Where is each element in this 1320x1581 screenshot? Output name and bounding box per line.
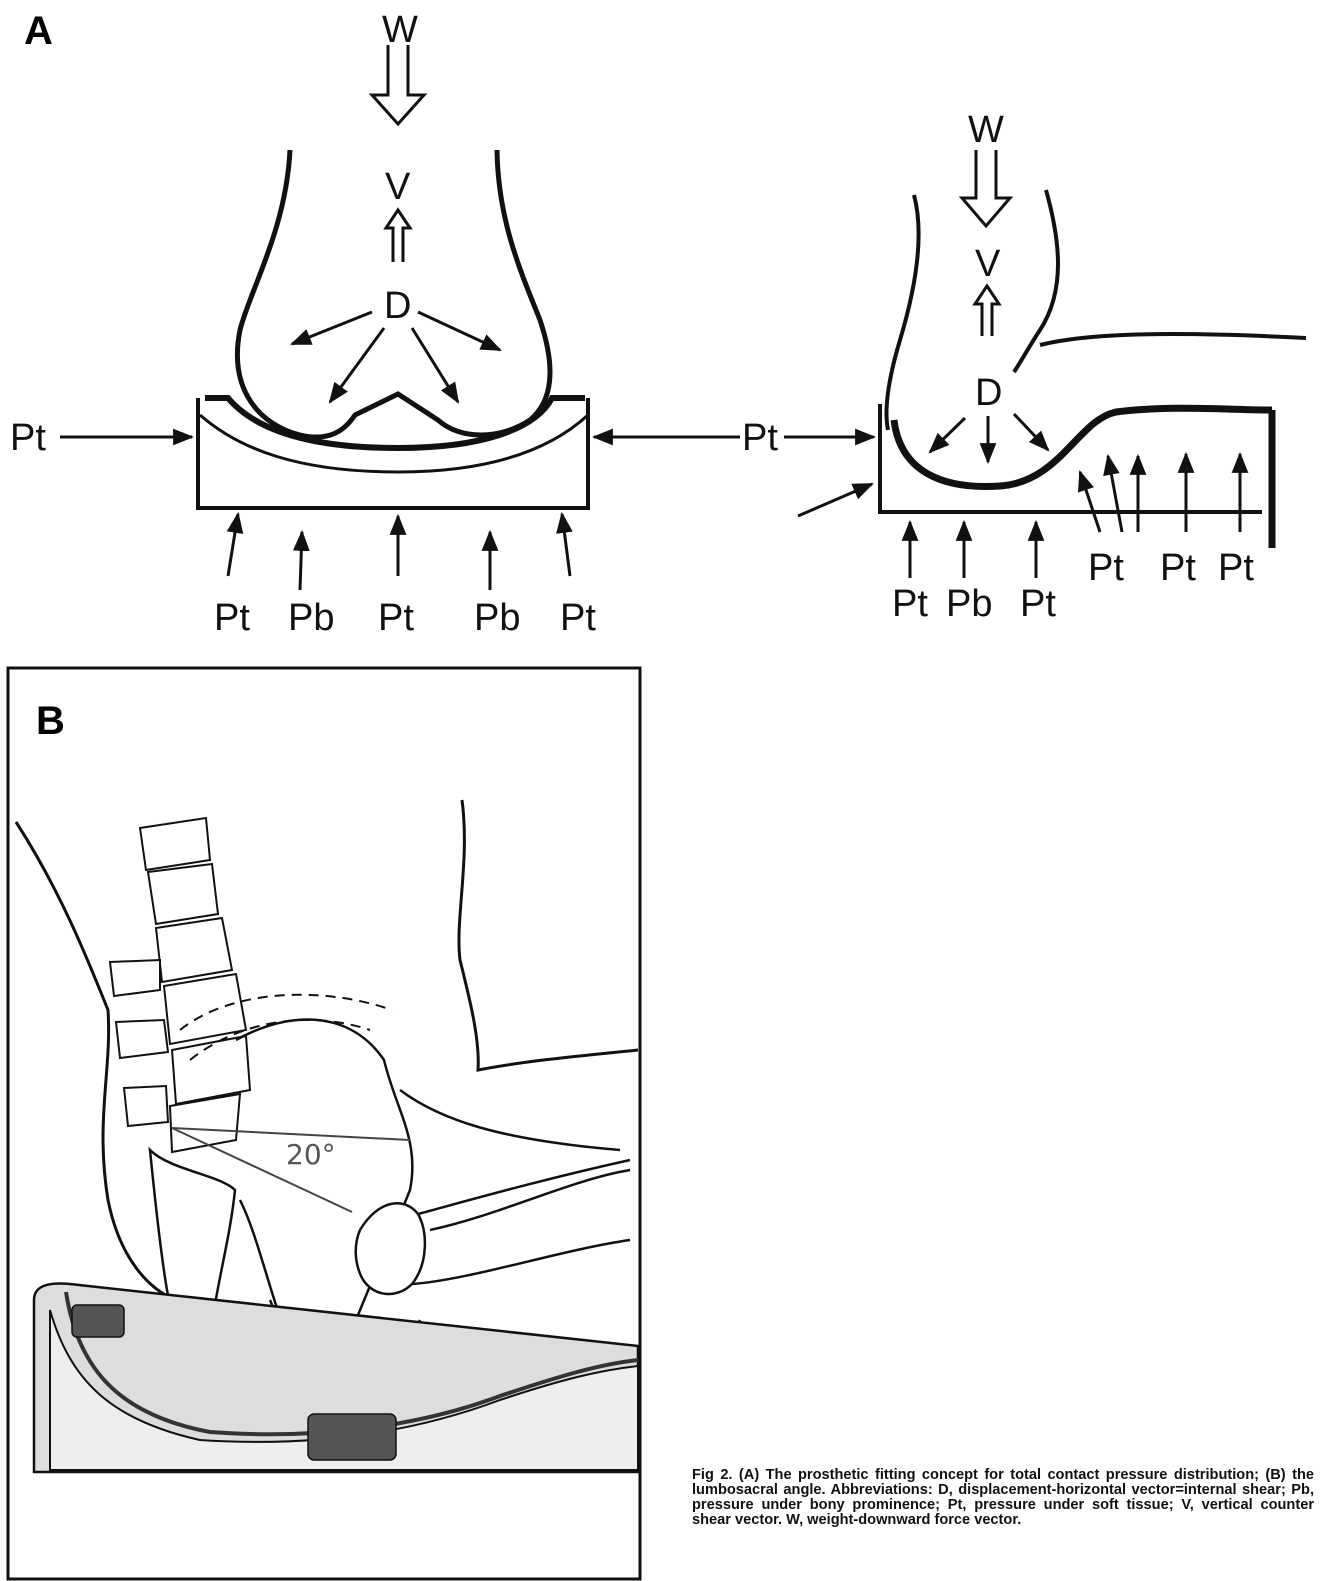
cushion-pad-left	[72, 1305, 124, 1337]
right-label: Pt	[1218, 547, 1254, 589]
d-label-left: D	[384, 285, 411, 327]
panel-a-letter: A	[24, 9, 53, 53]
bottom-label: Pb	[946, 583, 992, 625]
bottom-pressure-arrows-left	[228, 514, 570, 590]
counter-shear-arrow-right	[975, 286, 999, 336]
bottom-label: Pt	[560, 597, 596, 639]
weight-arrow-left	[372, 45, 424, 124]
bottom-label: Pt	[1020, 583, 1056, 625]
bottom-label: Pt	[378, 597, 414, 639]
bottom-pressure-arrows-right	[910, 522, 1036, 578]
socket-liner-right	[894, 408, 1272, 486]
panel-b: B 20°	[8, 668, 640, 1579]
side-label-right-diagram: Pt	[0, 0, 36, 9]
socket-base-right	[880, 404, 1262, 512]
right-label: Pt	[1160, 547, 1196, 589]
counter-shear-arrow-left	[386, 210, 410, 262]
w-label-right: W	[968, 109, 1004, 151]
weight-arrow-right	[962, 150, 1010, 226]
right-label: Pt	[1088, 547, 1124, 589]
bottom-label: Pt	[892, 583, 928, 625]
v-label-right: V	[975, 243, 1001, 285]
side-label-left: Pt	[10, 417, 46, 459]
panel-a-left-diagram: W V D Pt Pt Pt	[10, 9, 778, 639]
femur-outline-right	[887, 195, 919, 430]
figure-caption: Fig 2. (A) The prosthetic fitting concep…	[692, 1468, 1314, 1528]
thigh-outline-right	[1040, 334, 1306, 345]
socket-liner-left	[205, 398, 585, 448]
panel-b-letter: B	[36, 699, 65, 743]
displacement-arrows-right	[930, 414, 1048, 462]
oblique-pressure-arrow	[798, 484, 872, 516]
bottom-label: Pt	[214, 597, 250, 639]
w-label-left: W	[382, 9, 418, 51]
socket-base-left	[198, 398, 588, 508]
cushion-pad-bottom	[308, 1414, 396, 1460]
angle-label: 20°	[286, 1138, 336, 1171]
body-outline-right	[1014, 190, 1058, 372]
v-label-left: V	[385, 166, 411, 208]
right-pressure-arrows	[1080, 454, 1240, 532]
d-label-right: D	[975, 372, 1002, 414]
side-label-right: Pt	[742, 417, 778, 459]
bottom-label: Pb	[474, 597, 520, 639]
bottom-label: Pb	[288, 597, 334, 639]
panel-a-right-diagram: W V D	[0, 0, 1306, 625]
